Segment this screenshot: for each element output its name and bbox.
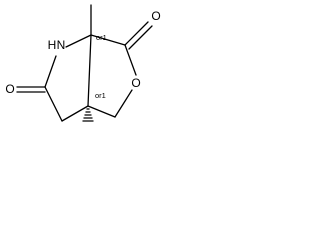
atom-label-o-carbonyl-right: O bbox=[151, 9, 160, 23]
atom-label-n: N bbox=[57, 38, 66, 52]
atom-label-o-ring: O bbox=[131, 76, 140, 90]
atom-label-o-carbonyl-left: O bbox=[5, 82, 14, 96]
bond-oring-c4 bbox=[114, 89, 133, 118]
bond-n-c6a bbox=[65, 34, 92, 48]
bond-c6a-c3a bbox=[87, 34, 92, 107]
bond-c6a-c6 bbox=[90, 34, 126, 46]
bond-c6-o-2 bbox=[128, 25, 153, 50]
bond-c6-o-1 bbox=[124, 21, 149, 46]
bond-c3-c2 bbox=[44, 86, 63, 122]
bond-c4-c3a bbox=[87, 105, 116, 118]
stereo-label-c3a: or1 bbox=[95, 91, 106, 100]
stereo-hash-bond bbox=[82, 108, 94, 122]
atom-label-h: H bbox=[48, 38, 57, 52]
bond-c6-oring bbox=[124, 44, 137, 76]
bond-c3a-c3 bbox=[61, 105, 89, 122]
bond-c2-n bbox=[44, 55, 57, 88]
molecule-structure: N H O O O or1 or1 bbox=[5, 4, 161, 122]
stereo-label-c6a: or1 bbox=[96, 33, 107, 42]
